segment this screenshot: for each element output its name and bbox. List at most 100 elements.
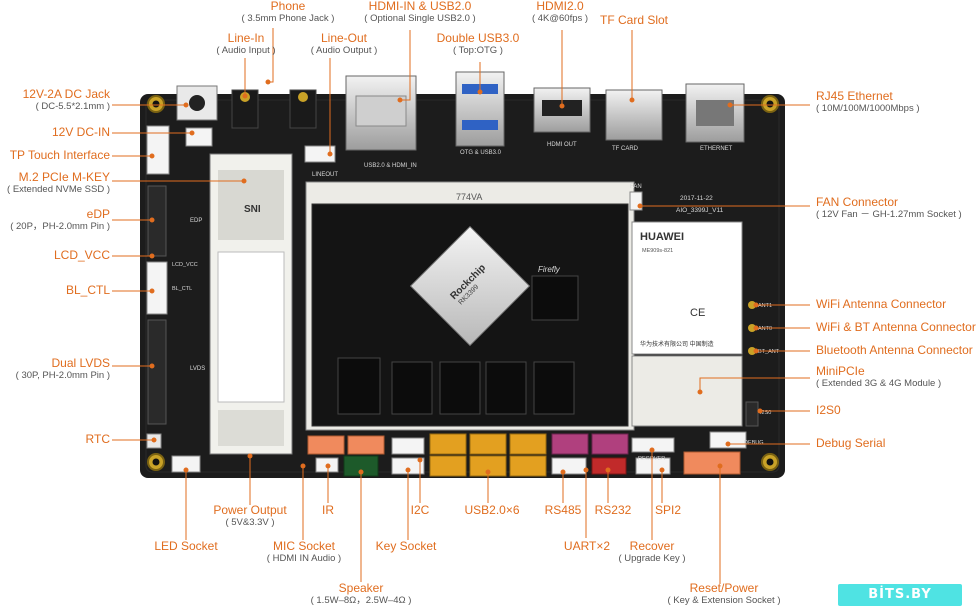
- silk-usb-hdmi: USB2.0 & HDMI_IN: [364, 163, 417, 169]
- watermark-text: BİTS.BY: [868, 587, 932, 602]
- slot-code: 774VA: [456, 192, 482, 202]
- antenna-connector-1: [748, 301, 756, 309]
- label-speaker-title: Speaker: [338, 581, 384, 595]
- label-line-out-sub: ( Audio Output ): [310, 44, 378, 56]
- label-rtc-title: RTC: [85, 432, 110, 446]
- label-m2-title: M.2 PCIe M-KEY: [18, 170, 110, 184]
- label-wifi-bt-ant-title: WiFi & BT Antenna Connector: [816, 320, 976, 334]
- modem-brand: HUAWEI: [640, 231, 684, 243]
- label-usb3: Double USB3.0 ( Top:OTG ): [428, 31, 528, 57]
- label-m2-sub: ( Extended NVMe SSD ): [7, 183, 110, 195]
- label-key-title: Key Socket: [375, 539, 437, 553]
- label-minipcie-title: MiniPCIe: [816, 364, 865, 378]
- soc-chip: [409, 225, 531, 347]
- ce-mark: CE: [690, 307, 705, 319]
- label-edp-sub: ( 20P，PH-2.0mm Pin ): [10, 220, 110, 232]
- label-hdmi-in: HDMI-IN & USB2.0 ( Optional Single USB2.…: [355, 0, 485, 25]
- label-bl-ctl: BL_CTL: [0, 283, 110, 298]
- label-usb2x6-title: USB2.0×6: [464, 503, 520, 517]
- label-usb2x6: USB2.0×6: [452, 503, 532, 518]
- label-spi2-title: SPI2: [654, 503, 681, 517]
- label-rtc: RTC: [0, 432, 110, 447]
- label-line-in-sub: ( Audio Input ): [216, 44, 276, 56]
- i2c-socket: [391, 437, 425, 455]
- label-rj45-title: RJ45 Ethernet: [816, 89, 893, 103]
- label-wifi-ant: WiFi Antenna Connector: [816, 297, 947, 312]
- modem-maker: 华为技术有限公司 中国制造: [640, 340, 714, 348]
- label-dc-in: 12V DC-IN: [0, 125, 110, 140]
- label-tp-touch-title: TP Touch Interface: [9, 148, 110, 162]
- label-dual-lvds-title: Dual LVDS: [51, 356, 110, 370]
- label-dc-jack: 12V-2A DC Jack ( DC-5.5*2.1mm ): [0, 87, 110, 113]
- label-i2s0-title: I2S0: [816, 403, 841, 417]
- silk-eth: ETHERNET: [700, 146, 733, 152]
- label-minipcie-sub: ( Extended 3G & 4G Module ): [816, 377, 942, 389]
- label-power-out-title: Power Output: [213, 503, 287, 517]
- label-uart: UART×2: [550, 539, 624, 554]
- silk-debug: DEBUG: [744, 440, 764, 446]
- label-rs232-title: RS232: [594, 503, 632, 517]
- silk-lineout: LINEOUT: [312, 172, 338, 178]
- huawei-4g-module: [631, 221, 743, 355]
- label-rs485: RS485: [538, 503, 588, 518]
- label-i2c-title: I2C: [410, 503, 430, 517]
- power-output-socket: [307, 435, 345, 455]
- label-mic-sub: ( HDMI IN Audio ): [266, 552, 342, 564]
- label-line-out-title: Line-Out: [320, 31, 368, 45]
- lvds-header: [147, 319, 167, 425]
- label-line-in-title: Line-In: [227, 31, 265, 45]
- label-speaker: Speaker ( 1.5W–8Ω，2.5W–4Ω ): [306, 581, 416, 607]
- label-i2c: I2C: [400, 503, 440, 518]
- silk-ant0: ANT0: [758, 326, 772, 332]
- label-dc-jack-sub: ( DC-5.5*2.1mm ): [35, 100, 110, 112]
- label-dc-jack-title: 12V-2A DC Jack: [22, 87, 110, 101]
- edp-header: [147, 185, 167, 257]
- label-tp-touch: TP Touch Interface: [0, 148, 110, 163]
- label-m2: M.2 PCIe M-KEY ( Extended NVMe SSD ): [0, 170, 110, 196]
- label-phone-sub: ( 3.5mm Phone Jack ): [241, 12, 335, 24]
- label-fan: FAN Connector ( 12V Fan － GH-1.27mm Sock…: [816, 195, 962, 221]
- label-speaker-sub: ( 1.5W–8Ω，2.5W–4Ω ): [310, 594, 412, 606]
- board-date: 2017-11-22: [680, 195, 713, 202]
- label-recover-sub: ( Upgrade Key ): [618, 552, 686, 564]
- label-rs232: RS232: [588, 503, 638, 518]
- label-power-out: Power Output ( 5V&3.3V ): [200, 503, 300, 529]
- silk-bt: BT_ANT: [758, 349, 780, 355]
- minipcie-slot: [631, 355, 743, 427]
- label-reset-title: Reset/Power: [689, 581, 759, 595]
- silk-lcd: LCD_VCC: [172, 262, 198, 268]
- label-dual-lvds: Dual LVDS ( 30P, PH-2.0mm Pin ): [0, 356, 110, 382]
- dc-in-socket: [185, 127, 213, 147]
- label-hdmi2-title: HDMI2.0: [536, 0, 584, 13]
- tp-touch-socket: [146, 125, 170, 175]
- label-dc-in-title: 12V DC-IN: [51, 125, 110, 139]
- silk-fan: FAN: [630, 184, 642, 190]
- label-led: LED Socket: [140, 539, 232, 554]
- ram-chips: [337, 357, 575, 415]
- mounting-holes: [147, 95, 779, 471]
- label-ir: IR: [308, 503, 348, 518]
- label-debug: Debug Serial: [816, 436, 886, 451]
- rs232-header: [591, 457, 627, 475]
- leader-lines: [112, 28, 810, 584]
- i2s0-header: [745, 401, 759, 427]
- label-rs485-title: RS485: [544, 503, 582, 517]
- label-usb3-title: Double USB3.0: [436, 31, 520, 45]
- silk-edp: EDP: [190, 218, 202, 224]
- label-hdmi-in-title: HDMI-IN & USB2.0: [368, 0, 472, 13]
- label-minipcie: MiniPCIe ( Extended 3G & 4G Module ): [816, 364, 942, 390]
- silk-otg: OTG & USB3.0: [460, 150, 502, 156]
- label-reset-sub: ( Key & Extension Socket ): [667, 594, 781, 606]
- label-rj45-sub: ( 10M/100M/1000Mbps ): [816, 102, 920, 114]
- label-debug-title: Debug Serial: [816, 436, 886, 450]
- label-reset: Reset/Power ( Key & Extension Socket ): [662, 581, 786, 607]
- label-i2s0: I2S0: [816, 403, 841, 418]
- silk-lvds: LVDS: [190, 366, 205, 372]
- silk-hdmi-out: HDMI OUT: [547, 142, 577, 148]
- label-spi2: SPI2: [648, 503, 688, 518]
- board-id: AIO_3399J_V11: [676, 207, 724, 214]
- rs485-header: [551, 433, 589, 455]
- label-wifi-ant-title: WiFi Antenna Connector: [816, 297, 947, 311]
